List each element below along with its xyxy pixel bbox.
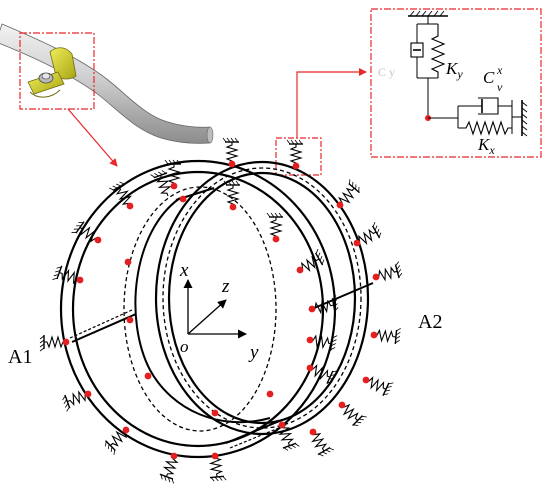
ground-hatch-icon (521, 100, 528, 137)
contact-point (228, 160, 236, 168)
spring-kx-icon (458, 120, 512, 136)
spring-support-icon (149, 168, 176, 200)
contact-point (170, 452, 178, 460)
contact-point (306, 364, 314, 372)
contact-point (292, 162, 300, 170)
spring-ky-icon (430, 24, 446, 78)
contact-point (296, 266, 304, 274)
contact-point (122, 426, 130, 434)
spring-support-icon (372, 260, 404, 285)
damper-superscript: x (496, 63, 503, 77)
contact-point (170, 182, 178, 190)
contact-point (309, 428, 317, 436)
contact-point (84, 390, 92, 398)
spring-x-label: K (477, 135, 491, 154)
contact-point (144, 372, 152, 380)
hidden-ring-left (123, 186, 277, 432)
axis-x-label: x (179, 260, 189, 281)
ring-assembly (59, 159, 374, 459)
contact-point (278, 421, 286, 429)
tie-bar-bottom-dashed (229, 424, 287, 449)
clamp-callout-box (19, 32, 95, 110)
contact-point (353, 239, 361, 247)
damper-x-icon (458, 97, 512, 115)
spring-support-icon (222, 137, 240, 165)
hidden-ring-right (162, 167, 362, 429)
contact-point (308, 305, 316, 313)
faint-damper-label: C y (378, 65, 395, 79)
spring-support-icon (286, 139, 304, 167)
pipe-clamp-3d-icon (0, 23, 214, 144)
damper-label: C (483, 68, 495, 87)
tie-bar-left (71, 313, 137, 343)
tie-bar-bottom (225, 419, 283, 444)
contact-point (229, 203, 237, 211)
damper-subscript: v (497, 80, 503, 94)
damper-y-icon (410, 24, 424, 78)
contact-point (179, 195, 187, 203)
contact-point (370, 331, 378, 339)
spring-y-label: K (445, 59, 459, 78)
axis-y-label: y (248, 342, 259, 363)
contact-point (211, 409, 219, 417)
spring-support-icon (372, 325, 402, 345)
contact-point (338, 401, 346, 409)
contact-point (126, 316, 134, 324)
pipe-inner-arc (134, 197, 271, 424)
spring-y-subscript: y (456, 67, 463, 81)
detail-inset-box (370, 8, 542, 158)
spring-support-icon (362, 371, 395, 399)
contact-point (124, 258, 132, 266)
contact-point (62, 338, 70, 346)
origin-label: o (180, 337, 189, 356)
inner-ring-a1 (71, 170, 325, 448)
spring-callout-connector (296, 68, 367, 138)
contact-point (372, 273, 380, 281)
contact-point (272, 235, 280, 243)
svg-text:Ky: Ky (445, 59, 463, 81)
svg-text:Kx: Kx (477, 135, 495, 157)
detail-inset: C y Ky C x v Kx (370, 8, 542, 158)
assembly-label-a1: A1 (8, 346, 32, 368)
contact-point (336, 201, 344, 209)
contact-points (62, 160, 380, 460)
spring-support-icon (157, 452, 184, 485)
contact-point (76, 276, 84, 284)
assembly-label-a2: A2 (418, 311, 442, 333)
contact-point (211, 452, 219, 460)
outer-ring-a2 (154, 160, 370, 436)
tie-bar-left-dashed (69, 309, 133, 339)
svg-text:C: C (483, 68, 495, 87)
coordinate-axes (183, 279, 247, 339)
spring-supports (39, 137, 404, 485)
spring-support-icon (39, 334, 67, 352)
contact-point (266, 390, 274, 398)
contact-point (94, 236, 102, 244)
axis-z-label: z (221, 276, 230, 297)
inner-ring-a2 (167, 171, 357, 425)
axis-z-arrow (187, 299, 227, 335)
contact-point (126, 202, 134, 210)
spring-x-subscript: x (488, 143, 495, 157)
spring-support-icon (266, 212, 284, 240)
contact-point (362, 376, 370, 384)
clamp-callout-arrow (67, 108, 118, 167)
spring-callout-box (275, 137, 322, 176)
contact-point (306, 336, 314, 344)
ground-hatch-icon (408, 10, 448, 17)
